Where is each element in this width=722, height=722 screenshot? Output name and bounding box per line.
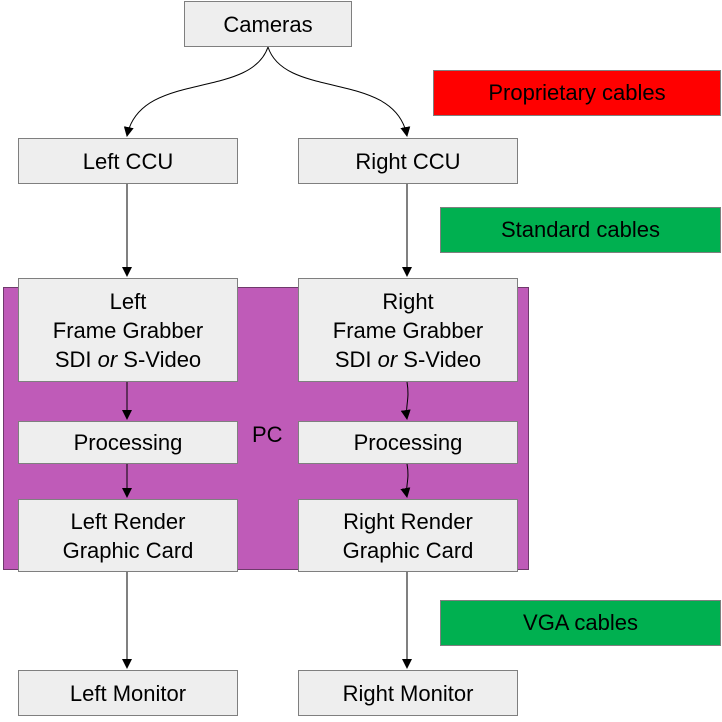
right-ccu-label: Right CCU — [355, 148, 461, 174]
legend-standard-cables: Standard cables — [440, 207, 721, 253]
legend-proprietary-label: Proprietary cables — [488, 80, 666, 105]
left-monitor-label: Left Monitor — [69, 680, 187, 706]
arrow-right-grabber-processing — [400, 381, 411, 420]
left-frame-grabber-line2: Frame Grabber — [52, 317, 204, 343]
left-frame-grabber-line3: SDI or S-Video — [54, 346, 202, 372]
right-frame-grabber-line2: Frame Grabber — [332, 317, 484, 343]
cameras-label: Cameras — [223, 11, 313, 37]
right-monitor-box: Right Monitor — [298, 670, 518, 716]
right-processing-box: Processing — [298, 421, 518, 464]
legend-proprietary-cables: Proprietary cables — [433, 70, 721, 116]
arrow-right-processing-render — [400, 463, 411, 498]
pc-label: PC — [252, 422, 283, 447]
left-processing-label: Processing — [73, 430, 183, 455]
left-frame-grabber-line1: Left — [109, 288, 147, 314]
left-monitor-box: Left Monitor — [18, 670, 238, 716]
left-ccu-box: Left CCU — [18, 138, 238, 184]
arrow-cameras-right-ccu — [267, 46, 411, 137]
arrow-cameras-left-ccu — [123, 46, 269, 137]
left-render-box: Left Render Graphic Card — [18, 499, 238, 572]
right-processing-label: Processing — [353, 430, 463, 455]
right-ccu-box: Right CCU — [298, 138, 518, 184]
cameras-box: Cameras — [184, 1, 352, 47]
right-frame-grabber-line1: Right — [382, 288, 434, 314]
right-render-line1: Right Render — [343, 508, 473, 534]
left-processing-box: Processing — [18, 421, 238, 464]
left-render-line1: Left Render — [70, 508, 186, 534]
legend-vga-label: VGA cables — [523, 610, 638, 635]
legend-vga-cables: VGA cables — [440, 600, 721, 646]
right-render-box: Right Render Graphic Card — [298, 499, 518, 572]
right-monitor-label: Right Monitor — [342, 680, 474, 706]
right-frame-grabber-box: Right Frame Grabber SDI or S-Video — [298, 278, 518, 382]
left-render-line2: Graphic Card — [62, 537, 194, 563]
right-render-line2: Graphic Card — [342, 537, 474, 563]
legend-standard-label: Standard cables — [501, 217, 660, 242]
right-frame-grabber-line3: SDI or S-Video — [334, 346, 482, 372]
left-ccu-label: Left CCU — [82, 148, 174, 174]
left-frame-grabber-box: Left Frame Grabber SDI or S-Video — [18, 278, 238, 382]
